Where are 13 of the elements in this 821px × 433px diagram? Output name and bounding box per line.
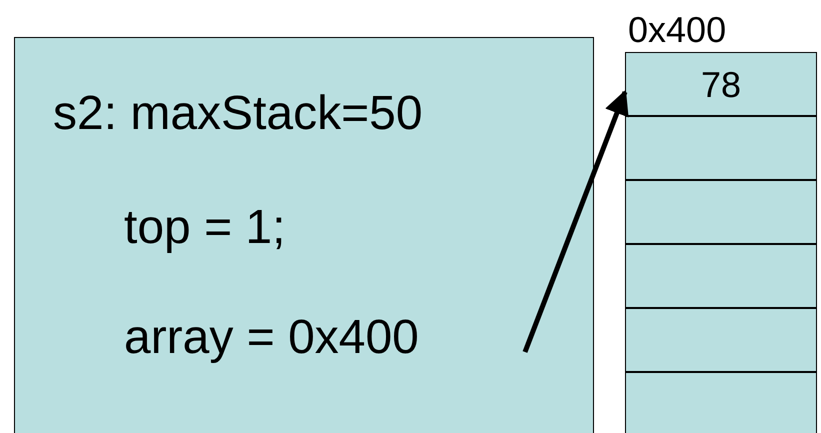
memory-cell xyxy=(625,308,817,372)
arrow xyxy=(522,90,629,353)
field-text: s2: maxStack=50 xyxy=(53,90,423,138)
memory-cell xyxy=(625,372,817,433)
memory-cell xyxy=(625,244,817,308)
memory-cell xyxy=(625,116,817,180)
field-text: top = 1; xyxy=(124,204,286,252)
field-text: array = 0x400 xyxy=(124,314,419,362)
memory-cell xyxy=(625,180,817,244)
address-label: 0x400 xyxy=(628,12,726,48)
cell-value: 78 xyxy=(700,67,742,103)
memory-cell xyxy=(625,52,817,116)
struct-box xyxy=(14,37,594,433)
